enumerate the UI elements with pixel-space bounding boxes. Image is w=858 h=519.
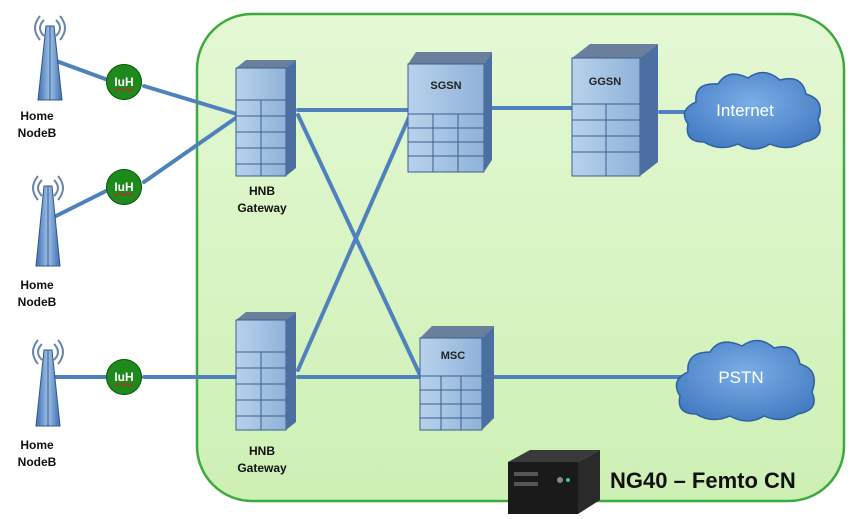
- iuh-label: IuH: [114, 370, 134, 384]
- hnb-gateway-label: HNB Gateway: [222, 443, 302, 477]
- home-nodeb-line2: NodeB: [17, 126, 57, 140]
- server-rack-icon: [407, 52, 492, 173]
- iuh-label: IuH: [114, 75, 134, 89]
- msc-label: MSC: [440, 350, 466, 362]
- hnb-gateway-line2: Gateway: [237, 461, 287, 475]
- hnb-gateway-line2: Gateway: [237, 201, 287, 215]
- iuh-label: IuH: [114, 180, 134, 194]
- link-hnbgw2-sgsn: [296, 113, 412, 372]
- sgsn-label: SGSN: [430, 80, 462, 92]
- iuh-interface-badge: IuH: [106, 64, 142, 100]
- link-nodeb2-iuh2: [44, 188, 110, 223]
- antenna-tower-icon: [34, 15, 66, 101]
- home-nodeb-label: Home NodeB: [2, 277, 72, 311]
- hnb-gateway-line1: HNB: [249, 184, 275, 198]
- link-iuh1-hnbgw1: [142, 84, 242, 117]
- hardware-box-icon: [508, 450, 600, 514]
- home-nodeb-label: Home NodeB: [2, 437, 72, 471]
- hnb-gateway-label: HNB Gateway: [222, 183, 302, 217]
- link-iuh2-hnbgw1: [142, 113, 242, 184]
- home-nodeb-line2: NodeB: [17, 455, 57, 469]
- home-nodeb-line1: Home: [20, 109, 54, 123]
- pstn-label: PSTN: [718, 368, 764, 387]
- antenna-tower-icon: [32, 339, 64, 427]
- cloud-icon: [675, 339, 815, 422]
- links: [44, 56, 702, 379]
- hnb-gateway-line1: HNB: [249, 444, 275, 458]
- iuh-interface-badge: IuH: [106, 359, 142, 395]
- ggsn-label: GGSN: [588, 76, 622, 88]
- server-rack-icon: [235, 312, 296, 431]
- home-nodeb-line1: Home: [20, 438, 54, 452]
- server-rack-icon: [235, 60, 296, 177]
- link-hnbgw1-msc: [296, 113, 422, 377]
- home-nodeb-line2: NodeB: [17, 295, 57, 309]
- home-nodeb-line1: Home: [20, 278, 54, 292]
- product-label: NG40 – Femto CN: [610, 468, 796, 493]
- cloud-icon: [683, 71, 821, 150]
- internet-label: Internet: [716, 101, 774, 120]
- server-rack-icon: [571, 44, 658, 177]
- home-nodeb-label: Home NodeB: [2, 108, 72, 142]
- antenna-tower-icon: [32, 175, 64, 267]
- iuh-interface-badge: IuH: [106, 169, 142, 205]
- server-rack-icon: [419, 326, 494, 431]
